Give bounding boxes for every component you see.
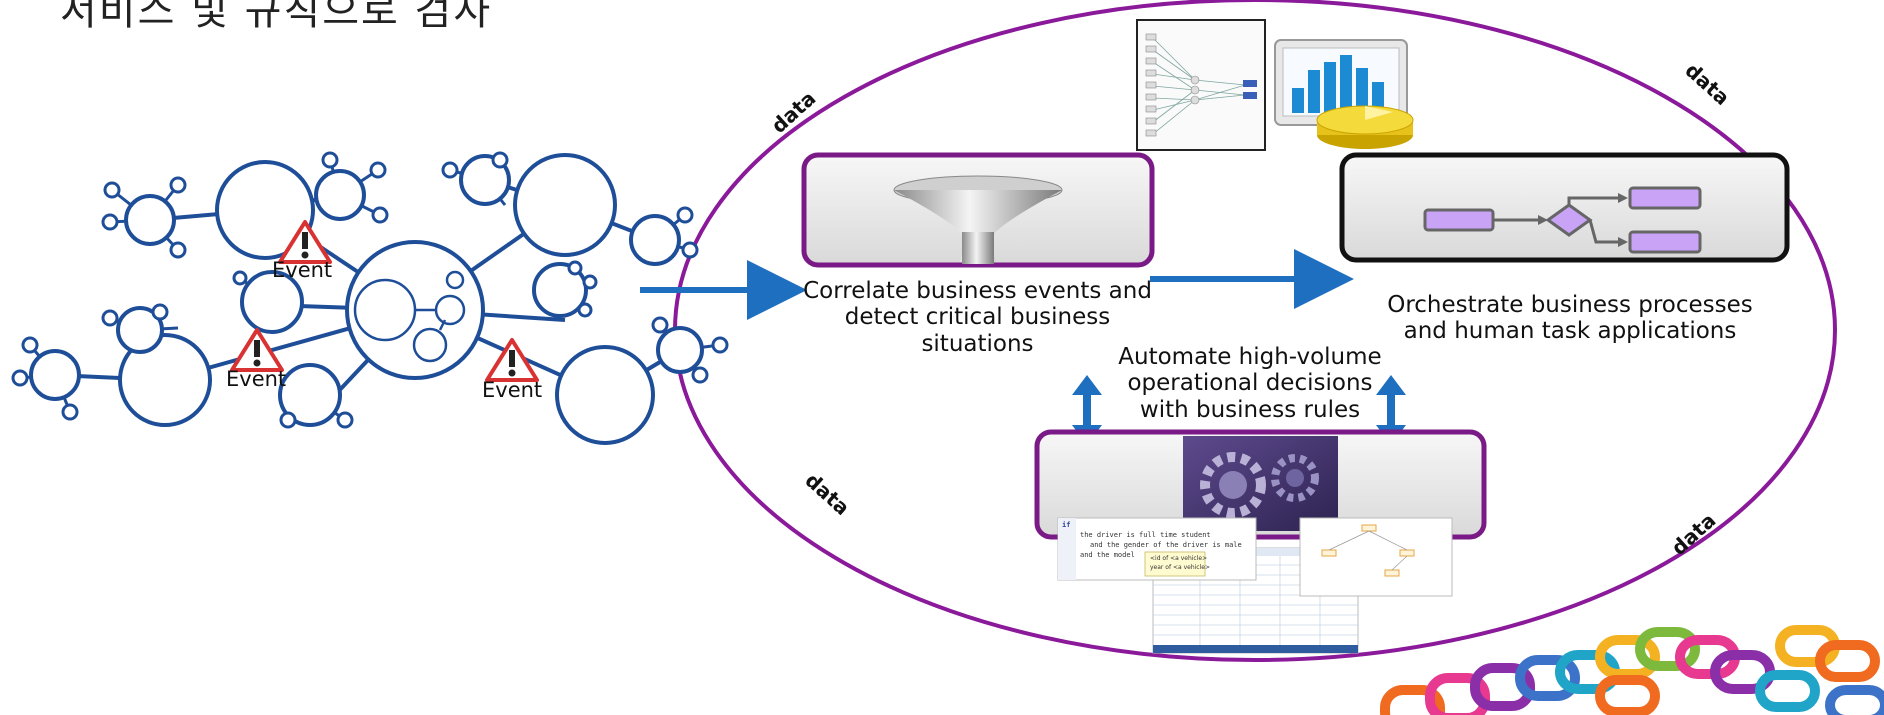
decorative-loops — [1380, 625, 1884, 715]
autocomplete-option: <id of <a vehicle> — [1150, 555, 1208, 562]
event-network — [11, 151, 729, 445]
automate-caption: Automate high-volume operational decisio… — [1118, 344, 1382, 423]
analytics-monitor-icon — [1274, 39, 1414, 149]
correlate-caption: Correlate business events and detect cri… — [803, 278, 1152, 357]
rule-line: the driver is full time student — [1080, 531, 1211, 539]
decision-tree-screenshot — [1299, 517, 1453, 597]
event-correlation-box — [801, 152, 1155, 268]
rule-line: and the model — [1080, 551, 1135, 559]
rule-autocomplete: <id of <a vehicle> year of <a vehicle> — [1150, 554, 1210, 572]
warning-icon — [230, 328, 284, 372]
network-model-thumbnail — [1136, 19, 1266, 151]
warning-icon — [485, 338, 539, 382]
rule-line: and the gender of the driver is male — [1090, 541, 1242, 549]
page-title: 서비스 및 규칙으로 검사 — [60, 0, 493, 34]
rule-editor-text: if the driver is full time student and t… — [1062, 520, 1242, 560]
warning-icon — [278, 220, 332, 264]
event-label: Event — [226, 367, 287, 391]
autocomplete-option: year of <a vehicle> — [1150, 564, 1210, 571]
rule-if-keyword: if — [1062, 521, 1071, 529]
orchestrate-caption: Orchestrate business processes and human… — [1387, 292, 1753, 345]
event-label: Event — [482, 378, 543, 402]
process-orchestration-box — [1339, 152, 1790, 263]
rule-editor-screenshot — [1057, 517, 1257, 581]
business-rules-box — [1034, 429, 1487, 540]
event-label: Event — [272, 258, 333, 282]
